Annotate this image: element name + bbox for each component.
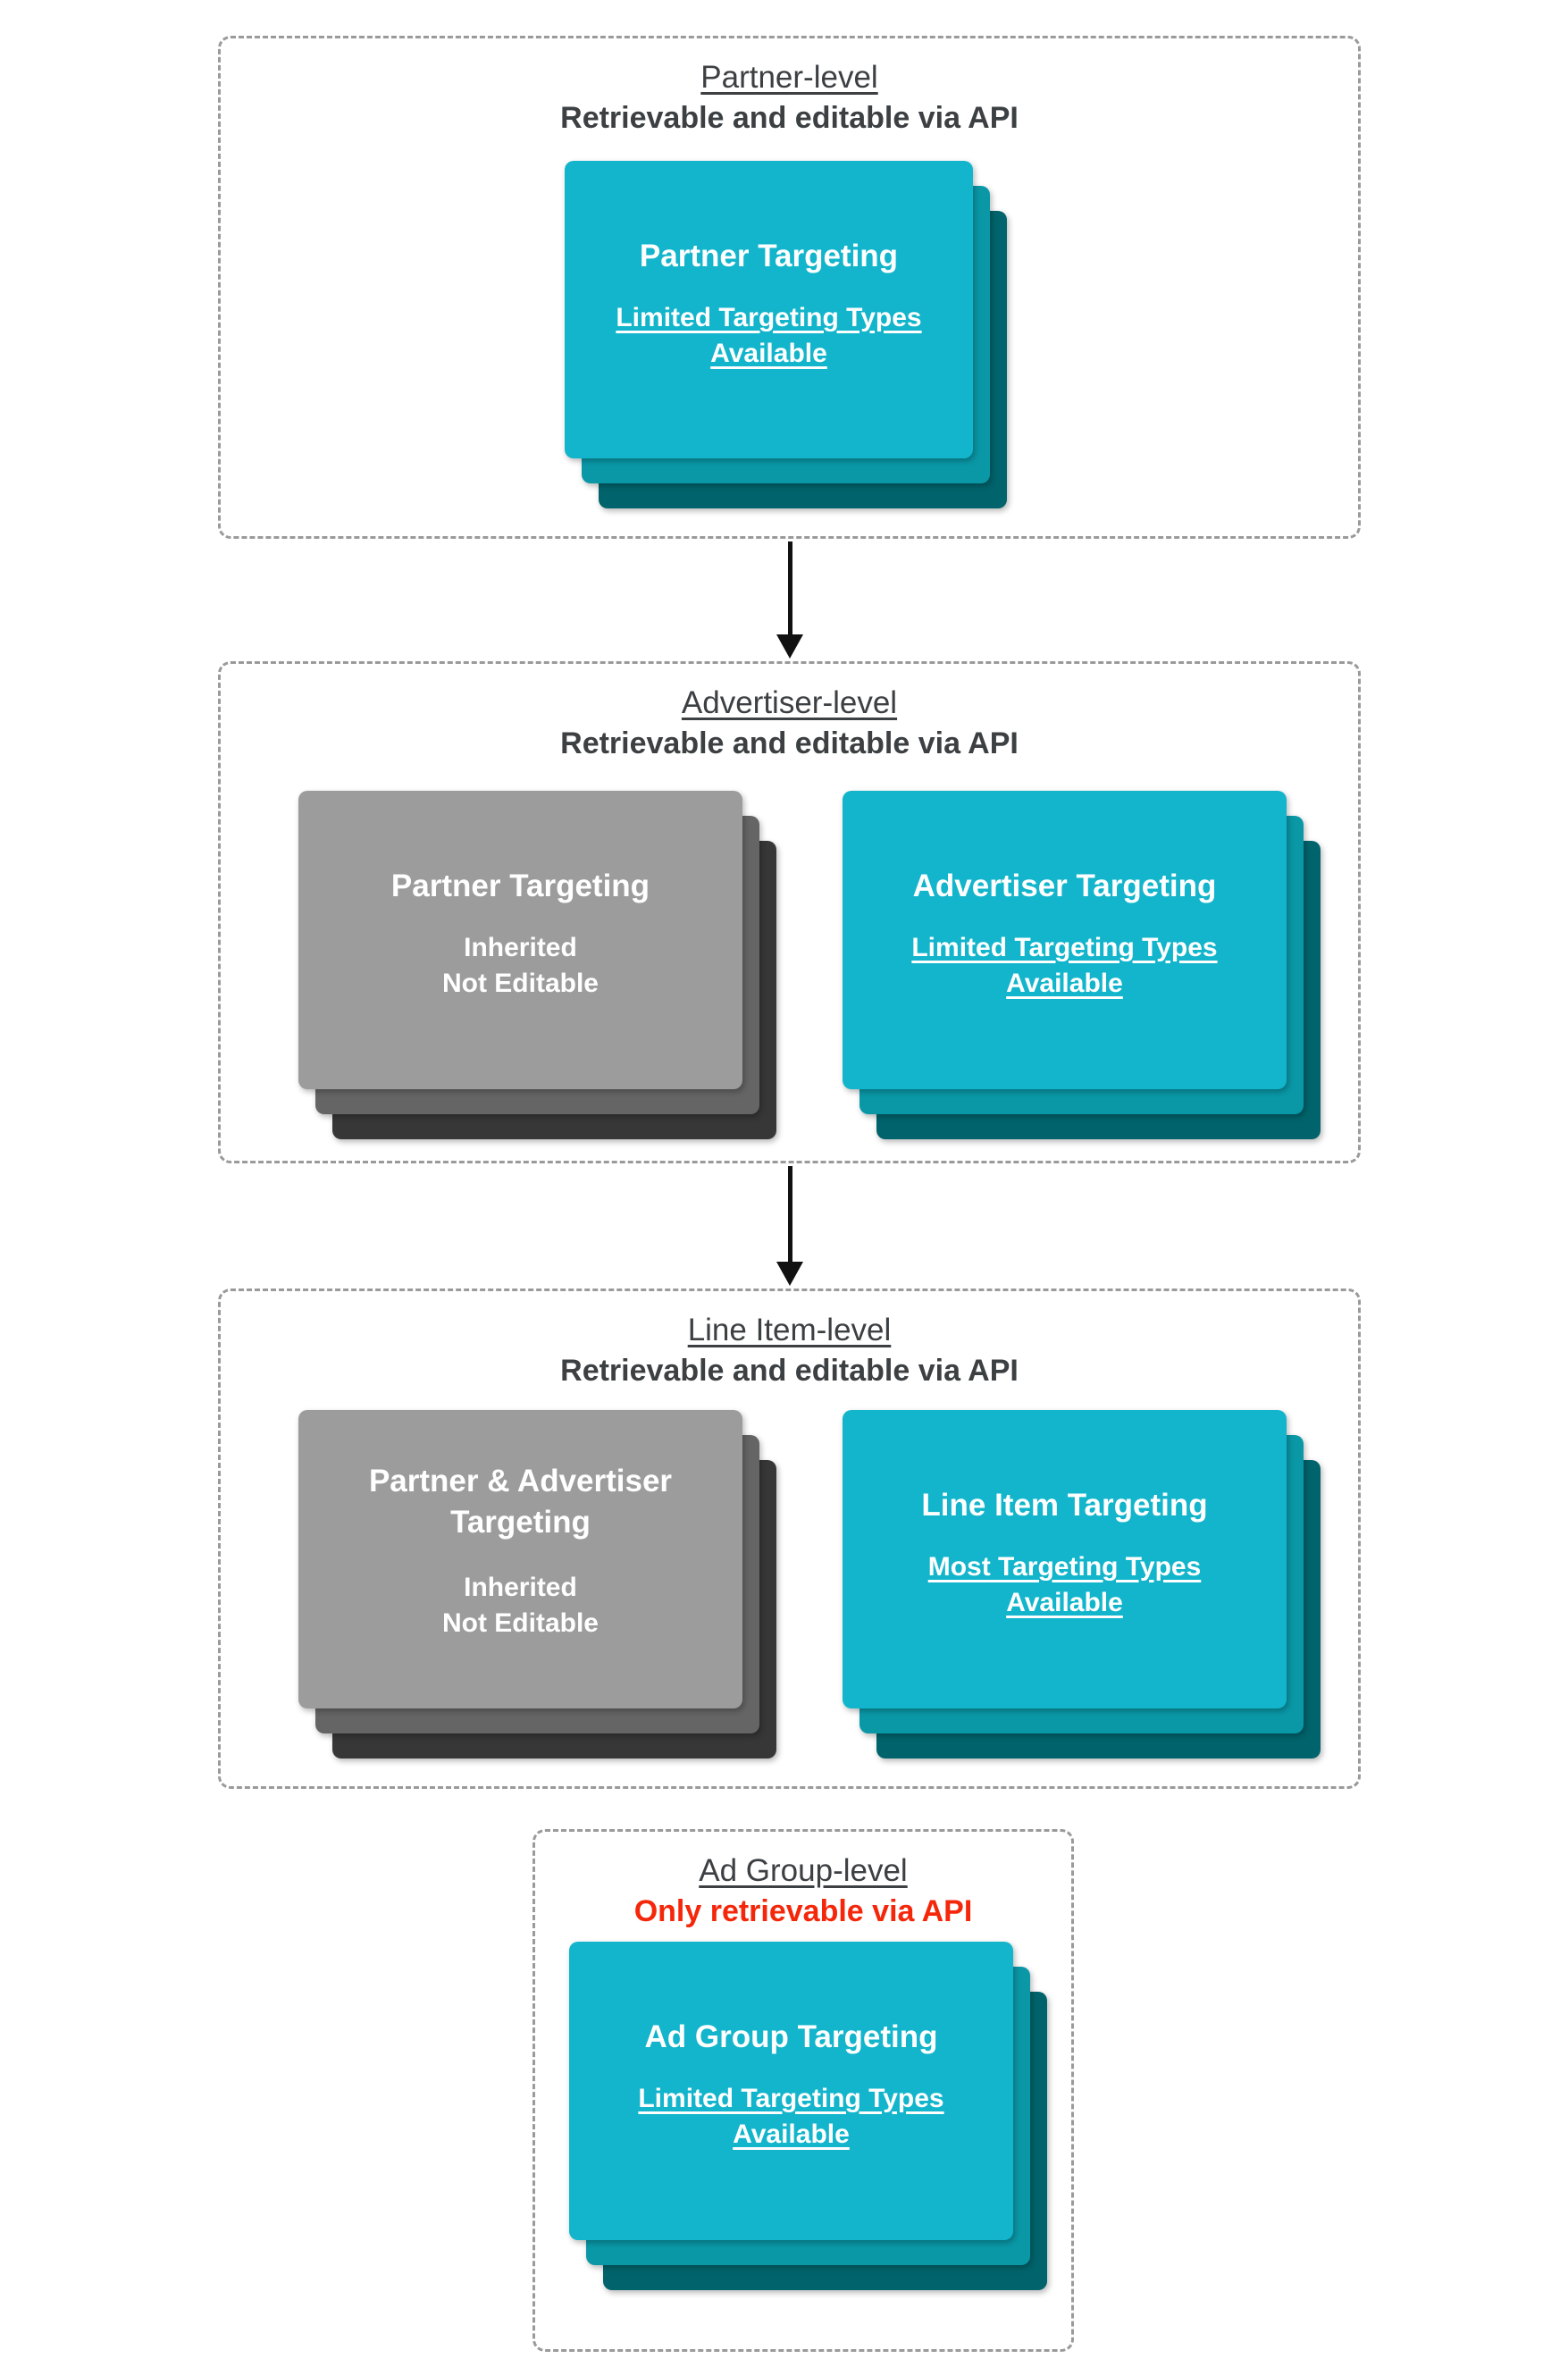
card-body-line: Available [1006,1588,1123,1617]
card-title: Line Item Targeting [921,1485,1207,1526]
card-title: Ad Group Targeting [645,2017,938,2058]
section-title: Ad Group-level [699,1853,908,1888]
card-body: Inherited Not Editable [442,1570,599,1641]
card-body-line: Inherited [464,1573,577,1602]
section-line-item-level: Line Item-level Retrievable and editable… [218,1288,1361,1789]
flow-arrow-partner-to-advertiser [776,541,803,659]
card-title-line: Partner Targeting [390,869,650,903]
card-title-line: Ad Group Targeting [644,2019,938,2054]
card-title: Advertiser Targeting [913,866,1217,907]
card-front: Ad Group Targeting Limited Targeting Typ… [569,1942,1013,2240]
card-body: Most Targeting Types Available [928,1549,1202,1621]
card-title-line: Targeting [450,1505,591,1540]
section-advertiser-level: Advertiser-level Retrievable and editabl… [218,661,1361,1163]
card-body-line: Limited Targeting Types [638,2084,944,2113]
arrow-head-icon [776,1262,803,1286]
card-front: Partner Targeting Limited Targeting Type… [565,161,973,458]
card-body-line: Available [1006,969,1123,998]
card-body-line: Most Targeting Types [927,1552,1202,1582]
card-title: Partner & Advertiser Targeting [369,1461,672,1543]
card-front: Partner & Advertiser Targeting Inherited… [298,1410,742,1708]
arrow-shaft [788,1166,792,1264]
section-subtitle: Retrievable and editable via API [560,1354,1019,1388]
card-title-line: Partner & Advertiser [368,1464,673,1498]
card-title: Partner Targeting [640,236,898,277]
card-front: Advertiser Targeting Limited Targeting T… [843,791,1287,1089]
arrow-shaft [788,541,792,637]
card-body-line: Limited Targeting Types [616,303,922,332]
card-front: Partner Targeting Inherited Not Editable [298,791,742,1089]
section-title: Line Item-level [687,1313,892,1347]
card-front: Line Item Targeting Most Targeting Types… [843,1410,1287,1708]
section-header: Ad Group-level Only retrievable via API [535,1850,1071,1932]
card-body: Limited Targeting Types Available [911,930,1217,1002]
section-subtitle: Retrievable and editable via API [560,101,1019,135]
card-body-line: Not Editable [441,1608,599,1638]
card-body-line: Available [710,339,827,368]
section-title: Partner-level [700,60,878,95]
section-partner-level: Partner-level Retrievable and editable v… [218,36,1361,539]
card-body-line: Available [733,2119,850,2149]
arrow-head-icon [776,634,803,659]
card-body: Limited Targeting Types Available [638,2081,943,2153]
section-header: Advertiser-level Retrievable and editabl… [221,682,1358,764]
section-header: Partner-level Retrievable and editable v… [221,56,1358,138]
card-title-line: Line Item Targeting [921,1488,1208,1523]
card-title: Partner Targeting [391,866,650,907]
card-body-line: Not Editable [441,969,599,998]
card-body: Limited Targeting Types Available [616,300,921,372]
section-header: Line Item-level Retrievable and editable… [221,1309,1358,1391]
section-subtitle: Retrievable and editable via API [560,726,1019,760]
flow-arrow-advertiser-to-lineitem [776,1166,803,1286]
card-title-line: Advertiser Targeting [912,869,1217,903]
card-body-line: Limited Targeting Types [911,933,1218,962]
card-title-line: Partner Targeting [639,239,899,273]
card-body: Inherited Not Editable [442,930,599,1002]
card-body-line: Inherited [464,933,577,962]
section-subtitle: Only retrievable via API [633,1894,973,1928]
section-ad-group-level: Ad Group-level Only retrievable via API … [532,1829,1074,2352]
section-title: Advertiser-level [681,685,898,720]
